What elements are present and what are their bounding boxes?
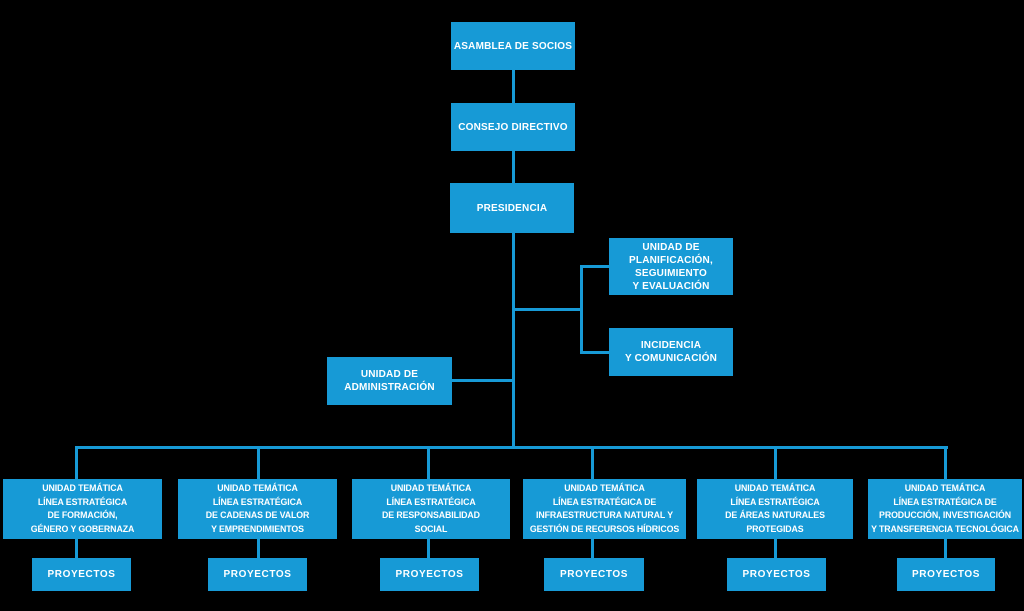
node-unidad-planificacion-seguimiento-evaluacion: UNIDAD DE PLANIFICACIÓN, SEGUIMIENTO Y E… [609,238,733,295]
node-asamblea-de-socios: ASAMBLEA DE SOCIOS [451,22,575,70]
node-unidad-administracion: UNIDAD DE ADMINISTRACIÓN [327,357,452,405]
connector-unit-proyectos [774,538,777,559]
connector-incidencia-stub [580,351,610,354]
connector-unit-drop [257,446,260,480]
node-unidad-tematica-produccion-investigacion: UNIDAD TEMÁTICA LÍNEA ESTRATÉGICA DE PRO… [868,479,1022,539]
node-proyectos: PROYECTOS [727,558,826,591]
connector-units-horizontal [76,446,948,449]
node-incidencia-comunicacion: INCIDENCIA Y COMUNICACIÓN [609,328,733,376]
node-proyectos: PROYECTOS [544,558,644,591]
connector-unit-proyectos [944,538,947,559]
node-unidad-tematica-responsabilidad-social: UNIDAD TEMÁTICA LÍNEA ESTRATÉGICA DE RES… [352,479,510,539]
connector-unit-proyectos [591,538,594,559]
connector-consejo-presidencia [512,151,515,183]
connector-asamblea-consejo [512,70,515,103]
connector-unit-proyectos [75,538,78,559]
connector-planificacion-stub [580,265,610,268]
connector-unit-drop [774,446,777,480]
node-unidad-tematica-infraestructura-hidricos: UNIDAD TEMÁTICA LÍNEA ESTRATÉGICA DE INF… [523,479,686,539]
connector-unit-proyectos [257,538,260,559]
node-proyectos: PROYECTOS [380,558,479,591]
node-unidad-tematica-formacion-genero: UNIDAD TEMÁTICA LÍNEA ESTRATÉGICA DE FOR… [3,479,162,539]
connector-right-branch-horizontal [512,308,582,311]
node-presidencia: PRESIDENCIA [450,183,574,233]
node-proyectos: PROYECTOS [32,558,131,591]
connector-right-branch-vertical [580,265,583,354]
node-consejo-directivo: CONSEJO DIRECTIVO [451,103,575,151]
node-unidad-tematica-cadenas-valor: UNIDAD TEMÁTICA LÍNEA ESTRATÉGICA DE CAD… [178,479,337,539]
node-unidad-tematica-areas-naturales: UNIDAD TEMÁTICA LÍNEA ESTRATÉGICA DE ÁRE… [697,479,853,539]
connector-unit-proyectos [427,538,430,559]
connector-unit-drop [427,446,430,480]
connector-unit-drop [75,446,78,480]
node-proyectos: PROYECTOS [208,558,307,591]
connector-unit-drop [944,446,947,480]
node-proyectos: PROYECTOS [897,558,995,591]
connector-presidencia-trunk [512,233,515,448]
connector-administracion [452,379,514,382]
connector-unit-drop [591,446,594,480]
